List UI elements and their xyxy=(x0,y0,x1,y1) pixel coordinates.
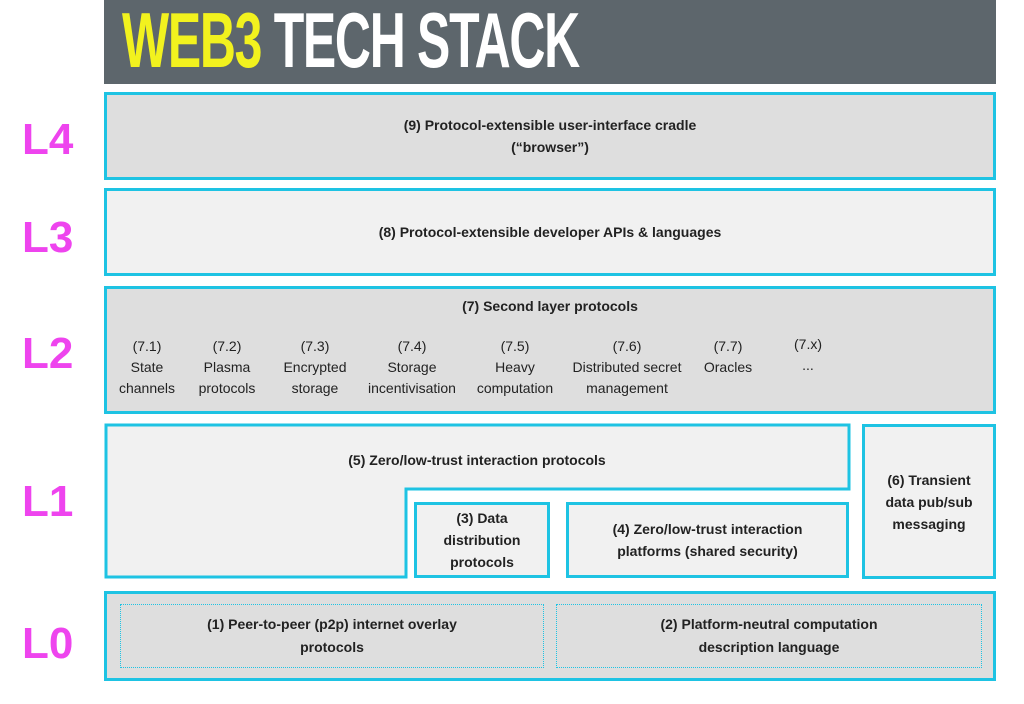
l1-transient-line2: data pub/sub xyxy=(885,493,973,510)
l1-transient-line1: (6) Transient xyxy=(887,471,971,488)
l2-item-num: (7.4) xyxy=(397,338,427,354)
layer-label-l0: L0 xyxy=(22,619,74,668)
l1-platforms-line1: (4) Zero/low-trust interaction xyxy=(612,521,803,537)
l0-p2p-line1: (1) Peer-to-peer (p2p) internet overlay xyxy=(207,616,457,632)
l1-transient-line3: messaging xyxy=(892,515,966,532)
title-highlight: WEB3 xyxy=(122,0,262,84)
l2-item-heavy-computation: (7.5) Heavy computation xyxy=(470,336,560,399)
l2-item-distributed-secret-management: (7.6) Distributed secret management xyxy=(562,336,692,399)
l2-item-line2: management xyxy=(586,380,668,396)
l2-item-storage-incentivisation: (7.4) Storage incentivisation xyxy=(362,336,462,399)
l2-item-state-channels: (7.1) State channels xyxy=(110,336,184,399)
l2-item-line1: State xyxy=(130,359,164,375)
l0-comp-line1: (2) Platform-neutral computation xyxy=(660,616,878,632)
l4-line2: (“browser”) xyxy=(511,139,589,155)
page-title: WEB3 TECH STACK xyxy=(122,0,580,84)
l0-comp-line2: description language xyxy=(698,639,840,655)
l2-item-num: (7.3) xyxy=(300,338,330,354)
l2-item-encrypted-storage: (7.3) Encrypted storage xyxy=(273,336,357,399)
l1-data-line2: distribution xyxy=(443,532,521,548)
l2-item-line2: protocols xyxy=(198,380,256,396)
l2-item-line2: incentivisation xyxy=(368,380,456,396)
l3-text: (8) Protocol-extensible developer APIs &… xyxy=(378,224,722,240)
l2-item-line2: channels xyxy=(118,380,176,396)
layer-label-l2: L2 xyxy=(22,329,74,378)
l2-item-line1: Oracles xyxy=(703,359,753,375)
l2-item-other: (7.x) ... xyxy=(780,334,836,376)
l2-item-num: (7.6) xyxy=(612,338,642,354)
l1-main-title: (5) Zero/low-trust interaction protocols xyxy=(348,452,606,468)
l2-second-layer-box xyxy=(104,286,996,414)
l1-platforms-box: (4) Zero/low-trust interaction platforms… xyxy=(566,502,849,578)
l2-item-num: (7.1) xyxy=(132,338,162,354)
l2-item-plasma-protocols: (7.2) Plasma protocols xyxy=(190,336,264,399)
l2-item-line1: Encrypted xyxy=(283,359,347,375)
l2-item-line1: Storage xyxy=(387,359,437,375)
l1-data-distribution-box: (3) Data distribution protocols xyxy=(414,502,550,578)
l2-item-num: (7.5) xyxy=(500,338,530,354)
l2-item-line2: storage xyxy=(291,380,339,396)
l2-item-num: (7.x) xyxy=(794,336,822,352)
l2-item-line2: computation xyxy=(476,380,554,396)
title-banner: WEB3 TECH STACK xyxy=(104,0,996,84)
l1-data-line1: (3) Data xyxy=(456,510,508,526)
layer-label-l3: L3 xyxy=(22,213,74,262)
l0-p2p-line2: protocols xyxy=(300,639,364,655)
l0-p2p-box: (1) Peer-to-peer (p2p) internet overlay … xyxy=(120,604,544,668)
l0-computation-box: (2) Platform-neutral computation descrip… xyxy=(556,604,982,668)
l4-browser-box: (9) Protocol-extensible user-interface c… xyxy=(104,92,996,180)
l1-data-line3: protocols xyxy=(450,554,514,570)
l2-item-oracles: (7.7) Oracles xyxy=(696,336,760,378)
l2-item-line1: ... xyxy=(802,357,814,373)
layer-label-l1: L1 xyxy=(22,477,74,526)
l2-title: (7) Second layer protocols xyxy=(462,298,638,314)
l2-item-num: (7.2) xyxy=(212,338,242,354)
layer-label-l4: L4 xyxy=(22,115,74,164)
l2-item-num: (7.7) xyxy=(713,338,743,354)
l2-item-line1: Distributed secret xyxy=(572,359,682,375)
l1-transient-messaging-box: (6) Transient data pub/sub messaging xyxy=(862,424,996,579)
l0-base-box xyxy=(104,591,996,681)
l1-platforms-line2: platforms (shared security) xyxy=(617,543,798,559)
title-rest: TECH STACK xyxy=(261,0,580,84)
l2-item-line1: Plasma xyxy=(203,359,251,375)
l3-developer-apis-box: (8) Protocol-extensible developer APIs &… xyxy=(104,188,996,276)
l4-line1: (9) Protocol-extensible user-interface c… xyxy=(403,117,697,133)
l2-item-line1: Heavy xyxy=(495,359,535,375)
